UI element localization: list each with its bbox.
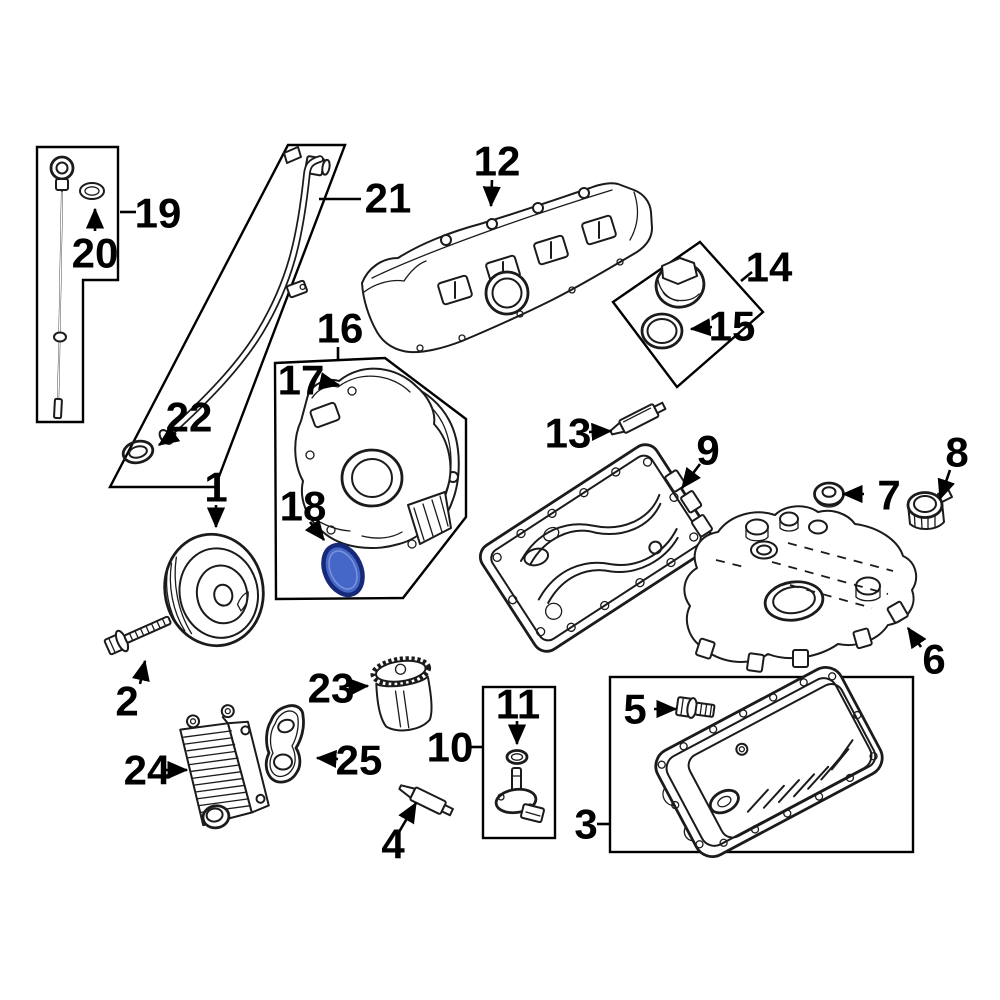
dipstick-group-box: [35, 145, 120, 424]
callout-3: 3: [574, 801, 597, 848]
oil-level-sensor: [494, 767, 545, 824]
filler-cap-gasket: [640, 312, 684, 350]
callout-25: 25: [336, 737, 383, 784]
callout-2: 2: [115, 678, 138, 725]
sealant-tube-upper: [609, 401, 667, 436]
drain-plug: [675, 696, 716, 719]
callout-14: 14: [746, 244, 793, 291]
callout-labels: 1 2 3 4 5 6 7 8 9 10 11 12 13 14 15 16 1…: [72, 138, 969, 868]
oil-tube-group-box: [108, 143, 347, 489]
oil-cooler: [179, 704, 270, 830]
callout-13: 13: [545, 410, 592, 457]
crankshaft-seal-highlighted: [321, 542, 365, 598]
oil-cap-group-box: [611, 240, 765, 389]
callout-22: 22: [166, 394, 213, 441]
oil-seal-grommet: [813, 481, 845, 508]
callout-10: 10: [427, 724, 474, 771]
callout-9: 9: [696, 427, 719, 474]
callout-15: 15: [709, 303, 756, 350]
callout-19: 19: [135, 190, 182, 237]
oil-filter: [370, 656, 433, 732]
callout-16: 16: [317, 305, 364, 352]
valve-cover: [361, 182, 653, 354]
callout-23: 23: [308, 665, 355, 712]
crankshaft-pulley: [163, 532, 265, 648]
callout-arrows: [85, 179, 955, 833]
baffle-plate: [683, 505, 918, 673]
callout-18: 18: [280, 483, 327, 530]
lower-oil-pan: [654, 666, 884, 858]
screw-cap: [906, 488, 953, 530]
dipstick: [49, 155, 75, 420]
baffle-cups: [745, 511, 881, 602]
callout-21: 21: [365, 175, 412, 222]
timing-cover: [294, 367, 452, 549]
sealant-tube-lower: [398, 784, 454, 817]
callout-12: 12: [474, 138, 521, 185]
callout-5: 5: [623, 686, 646, 733]
upper-oil-pan: [478, 443, 714, 653]
cooler-gasket: [264, 704, 305, 784]
callout-1: 1: [204, 464, 227, 511]
callout-11: 11: [496, 681, 540, 728]
pulley-bolt: [103, 615, 172, 656]
sensor-oring: [505, 749, 529, 765]
callout-7: 7: [877, 472, 900, 519]
callout-8: 8: [945, 429, 968, 476]
tube-seal: [121, 439, 155, 465]
dipstick-seal: [79, 182, 105, 200]
oil-filler-cap: [654, 257, 706, 309]
callout-4: 4: [381, 821, 405, 868]
callout-6: 6: [922, 636, 945, 683]
callout-17: 17: [278, 357, 325, 404]
callout-20: 20: [72, 230, 119, 277]
callout-24: 24: [124, 747, 171, 794]
